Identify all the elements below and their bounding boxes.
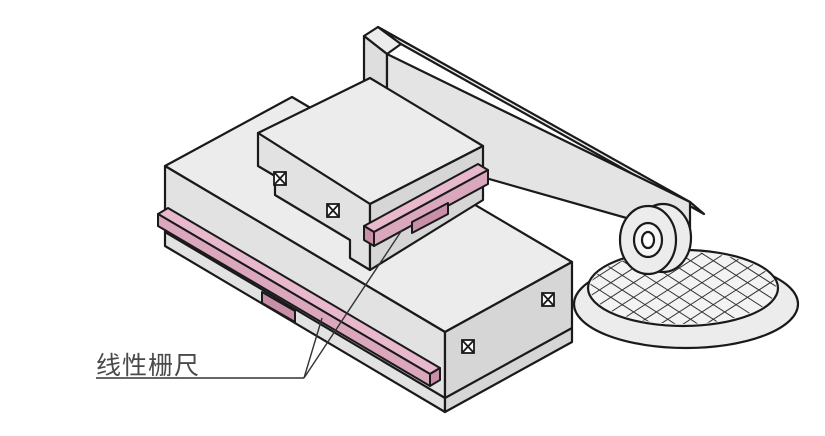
rotary-table-grid <box>590 252 776 324</box>
callout-leader <box>96 229 403 379</box>
scale-reader-lower <box>261 291 296 323</box>
linear-scale-callout-label: 线性栅尺 <box>96 351 201 380</box>
roller-hub-inner <box>640 230 656 250</box>
lower-block-groove <box>164 231 573 400</box>
linear-scale-lower-end <box>429 367 441 387</box>
linear-scale-upper-front <box>373 169 489 247</box>
lower-block-right-face <box>443 260 574 414</box>
scale-reader-upper <box>411 202 449 234</box>
arm-top <box>376 25 706 216</box>
